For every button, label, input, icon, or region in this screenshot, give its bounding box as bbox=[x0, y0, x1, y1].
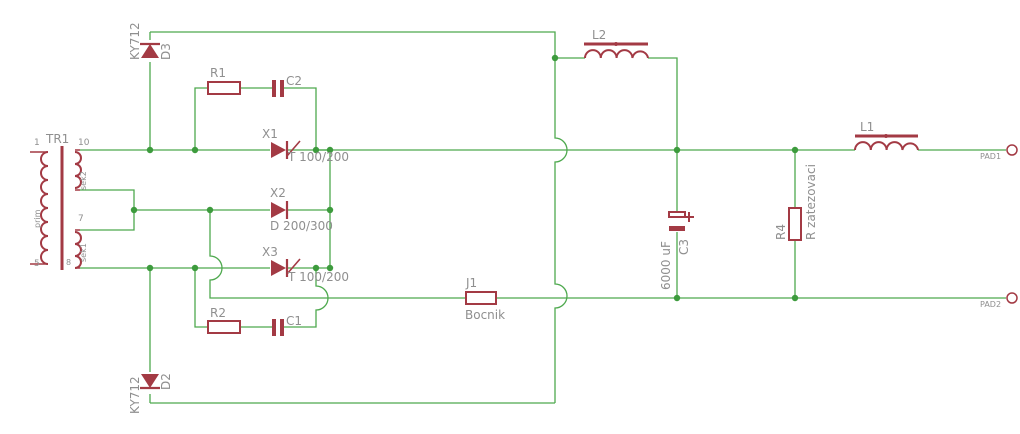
d2-name: D2 bbox=[159, 373, 173, 390]
junction bbox=[312, 264, 320, 272]
junction bbox=[130, 206, 138, 214]
x3-value: T 100/200 bbox=[287, 270, 349, 284]
inductor-l1: L1 bbox=[854, 120, 919, 151]
tr1-primary-coil bbox=[40, 151, 49, 265]
tr1-secondary2-coil bbox=[74, 151, 82, 189]
r2-name: R2 bbox=[210, 306, 226, 320]
junction bbox=[146, 264, 154, 272]
tr1-pin10-label: 10 bbox=[78, 138, 90, 148]
tr1-sek1-label: sek1 bbox=[79, 243, 88, 262]
j1-shunt-icon bbox=[465, 291, 497, 305]
transformer-tr1: TR1 1 10 7 5 8 prim sek2 sek1 bbox=[30, 132, 90, 270]
j1-name: J1 bbox=[465, 276, 477, 290]
resistor-r4: R4 R zatezovaci bbox=[774, 164, 818, 241]
x2-diode-icon bbox=[271, 202, 286, 218]
c1-capacitor-icon bbox=[272, 319, 276, 336]
shunt-j1: J1 Bocnik bbox=[465, 276, 505, 322]
c2-name: C2 bbox=[286, 74, 302, 88]
wire-snubber-bottom bbox=[194, 268, 329, 328]
tr1-pin5-label: 5 bbox=[34, 259, 40, 269]
x1-value: T 100/200 bbox=[287, 150, 349, 164]
capacitor-c3: 6000 uF C3 bbox=[659, 211, 694, 290]
tr1-primary-label: prim bbox=[33, 209, 42, 228]
wire-crossover bbox=[554, 58, 568, 403]
tr1-sek2-label: sek2 bbox=[79, 171, 88, 190]
r4-value: R zatezovaci bbox=[804, 164, 818, 240]
d3-name: D3 bbox=[159, 43, 173, 60]
x1-thyristor-icon bbox=[271, 142, 286, 158]
x3-thyristor-icon bbox=[271, 260, 286, 276]
diode-d3: KY712 D3 bbox=[128, 22, 173, 60]
pad-pad1: PAD1 bbox=[980, 144, 1018, 161]
c2-capacitor-icon bbox=[272, 80, 276, 97]
junction bbox=[206, 206, 214, 214]
junction bbox=[191, 264, 199, 272]
r1-resistor-icon bbox=[207, 81, 241, 95]
r4-resistor-icon bbox=[788, 207, 802, 241]
inductor-l2: L2 bbox=[584, 28, 649, 59]
resistor-r1: R1 bbox=[207, 66, 241, 95]
x1-name: X1 bbox=[262, 127, 278, 141]
junction bbox=[326, 146, 334, 154]
x2-name: X2 bbox=[270, 186, 286, 200]
junction bbox=[312, 146, 320, 154]
junction bbox=[191, 146, 199, 154]
tr1-pin7-label: 7 bbox=[78, 214, 84, 224]
tr1-secondary1-coil bbox=[74, 231, 82, 269]
r2-resistor-icon bbox=[207, 320, 241, 334]
tr1-pin8-label: 8 bbox=[66, 258, 71, 267]
wire-top-rail bbox=[150, 31, 585, 59]
junction bbox=[326, 206, 334, 214]
x3-name: X3 bbox=[262, 245, 278, 259]
c3-value: 6000 uF bbox=[659, 241, 673, 290]
junction bbox=[791, 294, 799, 302]
d3-diode-icon bbox=[141, 44, 159, 58]
thyristor-x3: X3 T 100/200 bbox=[262, 245, 349, 284]
l2-inductor-icon bbox=[584, 49, 649, 59]
pad1-name: PAD1 bbox=[980, 152, 1001, 161]
wire-return bbox=[209, 210, 1006, 299]
junction bbox=[673, 146, 681, 154]
tr1-primary-leads bbox=[30, 151, 48, 265]
pad2-name: PAD2 bbox=[980, 300, 1001, 309]
d2-diode-icon bbox=[141, 374, 159, 388]
d2-value: KY712 bbox=[128, 376, 142, 414]
junction bbox=[551, 54, 559, 62]
tr1-secondary-leads bbox=[75, 149, 80, 269]
l2-name: L2 bbox=[592, 28, 606, 42]
wire-l2-right bbox=[648, 57, 678, 150]
c3-name: C3 bbox=[677, 239, 691, 255]
pad-pad2: PAD2 bbox=[980, 292, 1018, 309]
capacitor-c1: C1 bbox=[272, 314, 302, 336]
c3-capacitor-icon bbox=[668, 211, 686, 218]
resistor-r2: R2 bbox=[207, 306, 241, 334]
capacitor-c2: C2 bbox=[272, 74, 302, 97]
diode-d2: KY712 D2 bbox=[128, 373, 173, 414]
l1-name: L1 bbox=[860, 120, 874, 134]
wire-snubber-top bbox=[194, 87, 317, 150]
tr1-label: TR1 bbox=[45, 132, 69, 146]
c1-name: C1 bbox=[286, 314, 302, 328]
junction bbox=[326, 264, 334, 272]
junction bbox=[673, 294, 681, 302]
r4-name: R4 bbox=[774, 224, 788, 240]
pad1-terminal-icon bbox=[1006, 144, 1018, 156]
junction bbox=[146, 146, 154, 154]
tr1-pin1-label: 1 bbox=[34, 138, 40, 148]
x2-value: D 200/300 bbox=[270, 219, 333, 233]
junction bbox=[791, 146, 799, 154]
pad2-terminal-icon bbox=[1006, 292, 1018, 304]
j1-value: Bocnik bbox=[465, 308, 505, 322]
r1-name: R1 bbox=[210, 66, 226, 80]
wires bbox=[80, 31, 1006, 404]
l1-inductor-icon bbox=[854, 141, 919, 151]
junctions bbox=[130, 54, 799, 302]
diode-x2: X2 D 200/300 bbox=[270, 186, 333, 233]
d3-value: KY712 bbox=[128, 22, 142, 60]
thyristor-x1: X1 T 100/200 bbox=[262, 127, 349, 164]
